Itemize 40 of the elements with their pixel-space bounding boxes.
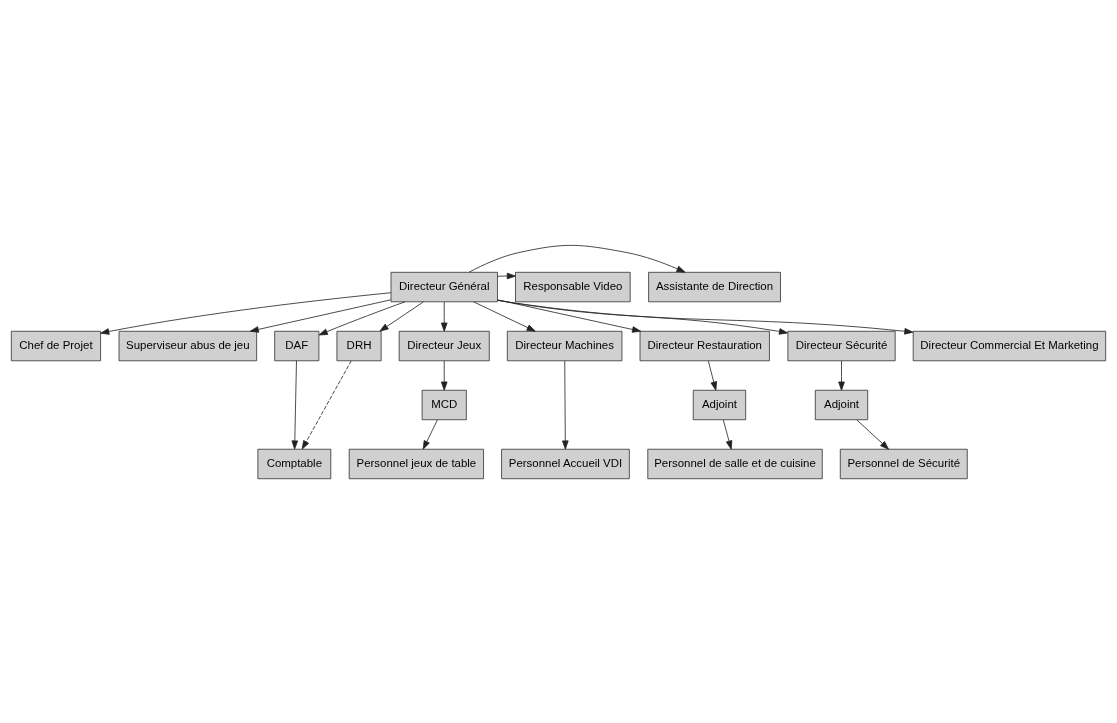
node-box: Adjoint <box>814 389 869 420</box>
node-box: Adjoint <box>692 389 747 420</box>
node-box: Chef de Projet <box>10 330 101 361</box>
arrow <box>100 291 392 335</box>
arrow <box>497 298 642 333</box>
arrow <box>722 419 733 450</box>
node-box: Personnel de Sécurité <box>839 448 968 479</box>
arrow <box>468 244 686 273</box>
node-box: Superviseur abus de jeu <box>118 330 258 361</box>
node-box: Personnel jeux de table <box>348 448 484 479</box>
node-box: Directeur Jeux <box>398 330 490 361</box>
node-box: MCD <box>421 389 467 420</box>
node-box: Directeur Machines <box>506 330 623 361</box>
node-box: Directeur Commercial Et Marketing <box>912 330 1107 361</box>
arrow <box>318 300 406 335</box>
arrow <box>838 360 845 391</box>
arrow <box>562 359 569 449</box>
node-box: Directeur Général <box>390 271 498 302</box>
arrow <box>497 272 516 279</box>
node-box: Personnel Accueil VDI <box>501 448 630 479</box>
arrow <box>440 360 448 391</box>
arrow <box>497 299 788 335</box>
arrow <box>440 301 448 332</box>
node-box: Responsable Video <box>515 271 631 302</box>
node-box: Comptable <box>257 448 332 479</box>
node-box: Personnel de salle et de cuisine <box>647 448 823 479</box>
node-box: DRH <box>336 330 382 361</box>
arrow <box>249 298 392 333</box>
node-box: DAF <box>274 330 320 361</box>
arrow <box>473 300 536 332</box>
arrow <box>707 360 717 391</box>
arrow <box>301 359 352 449</box>
node-box: Assistante de Direction <box>648 271 781 302</box>
node-box: Directeur Restauration <box>639 330 770 361</box>
arrow <box>422 419 438 450</box>
arrow <box>856 419 889 450</box>
arrow <box>291 359 299 449</box>
node-box: Directeur Sécurité <box>787 330 896 361</box>
arrow <box>379 300 424 332</box>
arrow <box>497 299 914 335</box>
